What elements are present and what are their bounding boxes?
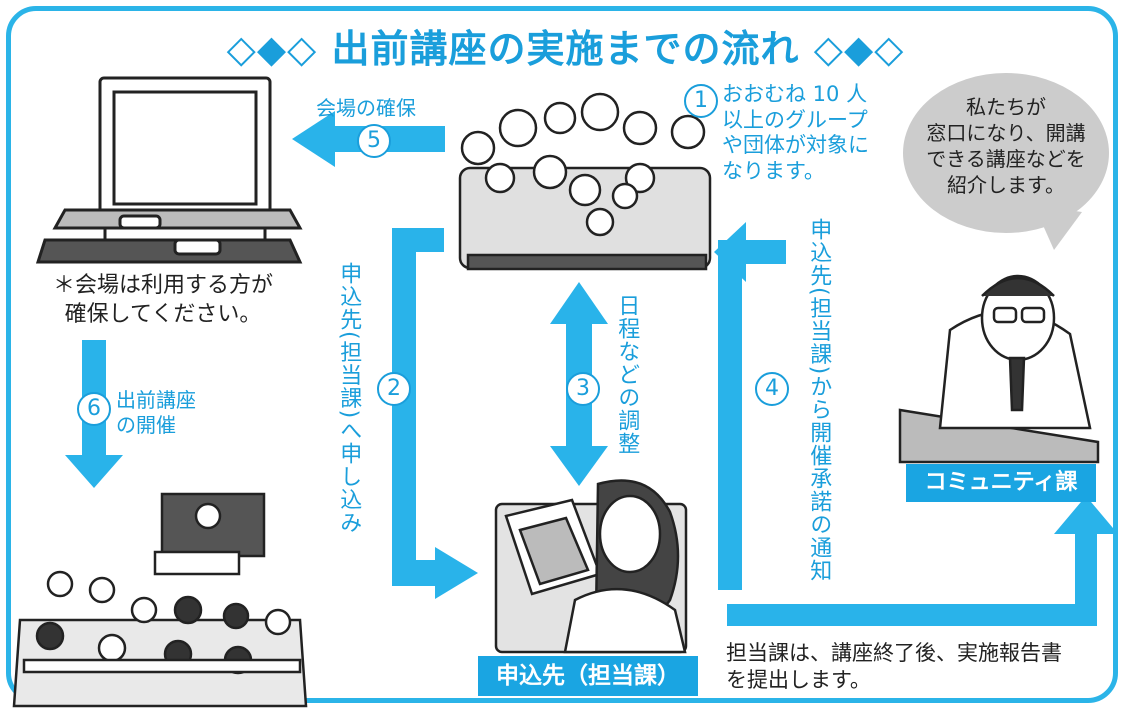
step-5-label: 会場の確保 <box>316 96 416 120</box>
diagram-frame <box>6 6 1118 703</box>
step-6-label: 出前講座 の開催 <box>116 388 196 437</box>
arrow-4 <box>714 222 786 590</box>
venue-note: ＊会場は利用する方が 確保してください。 <box>52 273 273 327</box>
applicant-badge: 申込先（担当課） <box>478 656 698 696</box>
step-1-number: 1 <box>684 84 718 118</box>
step-1-label: おおむね 10 人 以上のグループ や団体が対象に なります。 <box>722 82 869 183</box>
step-2-number: 2 <box>377 372 411 406</box>
speech-bubble-text: 私たちが 窓口になり、開講 できる講座などを 紹介します。 <box>926 95 1086 197</box>
arrow-2 <box>392 228 478 599</box>
community-badge: コミュニティ課 <box>906 464 1096 502</box>
step-6-number: 6 <box>77 392 111 426</box>
step-2-label: 申込先(担当課)へ申し込み <box>336 262 362 535</box>
arrow-report <box>727 496 1118 626</box>
step-3-number: 3 <box>566 372 600 406</box>
step-3-label: 日程などの調整 <box>614 294 640 455</box>
step-4-label: 申込先(担当課)から開催承諾の通知 <box>806 218 832 583</box>
step-4-number: 4 <box>755 372 789 406</box>
page-title: ◇◆◇ 出前講座の実施までの流れ ◇◆◇ <box>226 27 905 71</box>
step-5-number: 5 <box>357 124 391 158</box>
report-note: 担当課は、講座終了後、実施報告書 を提出します。 <box>726 641 1062 693</box>
